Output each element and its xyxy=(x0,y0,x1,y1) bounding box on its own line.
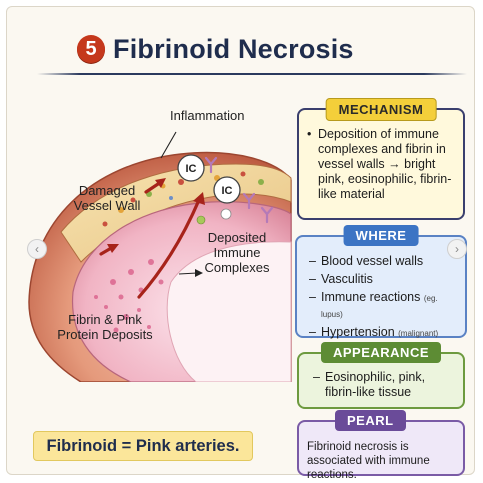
infographic-card: 5 Fibrinoid Necrosis xyxy=(6,6,475,481)
title-row: 5 Fibrinoid Necrosis xyxy=(77,29,354,69)
where-heading: WHERE xyxy=(343,225,419,246)
appearance-body: – Eosinophilic, pink, fibrin-like tissue xyxy=(313,370,458,400)
dash-mark: – xyxy=(309,272,316,286)
pearl-heading: PEARL xyxy=(335,410,406,431)
where-panel: WHERE –Blood vessel walls –Vasculitis –I… xyxy=(295,225,467,339)
where-list: –Blood vessel walls –Vasculitis –Immune … xyxy=(309,254,461,344)
pearl-panel: PEARL Fibrinoid necrosis is associated w… xyxy=(297,410,465,481)
mechanism-bullet: • xyxy=(307,127,312,141)
appearance-heading: APPEARANCE xyxy=(320,342,442,363)
where-item-text: Vasculitis xyxy=(321,272,373,286)
where-item: –Hypertension (malignant) xyxy=(309,325,461,341)
mechanism-heading: MECHANISM xyxy=(325,98,437,121)
antibody-icons xyxy=(204,156,274,224)
next-arrow-icon[interactable]: › xyxy=(447,239,467,259)
leader-lines xyxy=(160,131,198,275)
where-item-note: (malignant) xyxy=(398,329,439,338)
mechanism-text: Deposition of immune complexes and fibri… xyxy=(318,127,452,201)
pearl-text: Fibrinoid necrosis is associated with im… xyxy=(307,441,430,481)
ic-label: IC xyxy=(186,163,197,175)
where-item-text: Hypertension xyxy=(321,325,395,339)
previous-arrow-icon[interactable]: ‹ xyxy=(27,239,47,259)
dash-mark: – xyxy=(313,370,320,384)
label-damaged-vessel-wall: Damaged Vessel Wall xyxy=(73,183,141,213)
dash-mark: – xyxy=(309,325,316,339)
where-item-text: Immune reactions xyxy=(321,290,421,304)
appearance-panel: APPEARANCE – Eosinophilic, pink, fibrin-… xyxy=(297,342,465,409)
where-item: –Immune reactions (eg. lupus) xyxy=(309,290,461,322)
arrow-heads xyxy=(107,178,205,253)
dash-mark: – xyxy=(309,290,316,304)
ic-marker-2: IC xyxy=(213,176,241,204)
vessel-lumen xyxy=(166,241,292,382)
dash-mark: – xyxy=(309,254,316,268)
where-item-note: (eg. lupus) xyxy=(321,294,438,319)
mechanism-body: • Deposition of immune complexes and fib… xyxy=(307,127,459,202)
number-badge: 5 xyxy=(77,35,105,63)
label-deposited-immune-complexes: Deposited Immune Complexes xyxy=(204,230,270,275)
where-item: –Blood vessel walls xyxy=(309,254,461,269)
page-title: Fibrinoid Necrosis xyxy=(113,33,354,64)
vessel-illustration: IC IC xyxy=(28,131,292,382)
mechanism-panel: MECHANISM • Deposition of immune complex… xyxy=(297,98,465,220)
ic-label: IC xyxy=(222,185,233,197)
where-item: –Vasculitis xyxy=(309,272,461,287)
label-inflammation: Inflammation xyxy=(170,108,245,123)
ic-marker-1: IC xyxy=(177,154,205,182)
appearance-text: Eosinophilic, pink, fibrin-like tissue xyxy=(325,370,426,399)
summary-banner: Fibrinoid = Pink arteries. xyxy=(33,431,253,461)
title-underline xyxy=(37,73,467,75)
where-item-text: Blood vessel walls xyxy=(321,254,424,268)
label-fibrin-deposits: Fibrin & Pink Protein Deposits xyxy=(57,312,153,342)
leader-arrowhead xyxy=(195,269,203,277)
